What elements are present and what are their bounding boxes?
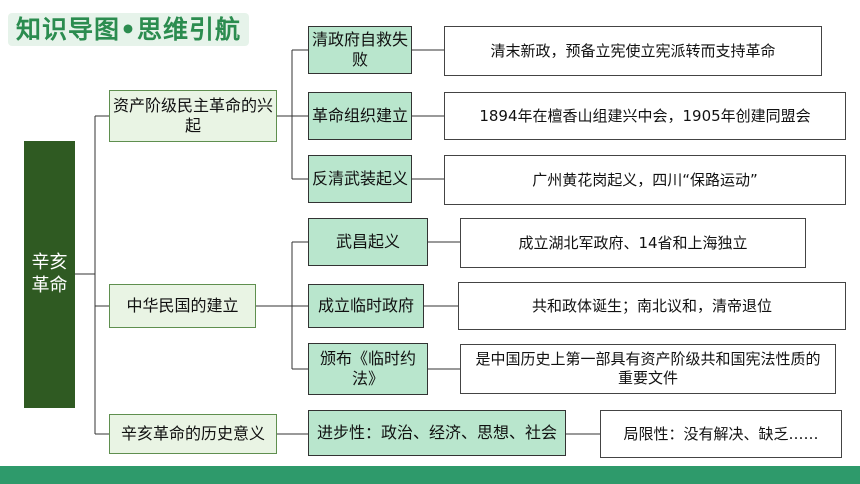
node-wuchang-uprising: 武昌起义 <box>308 218 428 266</box>
branch-democratic-revolution: 资产阶级民主革命的兴起 <box>109 90 277 142</box>
root-node: 辛亥 革命 <box>24 141 75 408</box>
detail-new-policies: 清末新政，预备立宪使立宪派转而支持革命 <box>444 26 822 76</box>
node-progressiveness: 进步性：政治、经济、思想、社会 <box>308 410 566 456</box>
detail-uprisings: 广州黄花岗起义，四川“保路运动” <box>444 155 846 205</box>
detail-hubei-military-gov: 成立湖北军政府、14省和上海独立 <box>460 218 806 268</box>
node-revolutionary-org: 革命组织建立 <box>308 92 412 140</box>
node-provisional-government: 成立临时政府 <box>308 284 424 328</box>
node-provisional-constitution: 颁布《临时约法》 <box>308 343 428 395</box>
detail-societies-founded: 1894年在檀香山组建兴中会，1905年创建同盟会 <box>444 92 846 140</box>
footer-bar <box>0 466 860 484</box>
node-armed-uprising: 反清武装起义 <box>308 155 412 203</box>
node-qing-self-rescue: 清政府自救失败 <box>308 26 412 74</box>
detail-republic-born: 共和政体诞生；南北议和，清帝退位 <box>458 282 846 330</box>
branch-historical-significance: 辛亥革命的历史意义 <box>109 414 277 454</box>
page-title: 知识导图•思维引航 <box>8 10 249 46</box>
detail-limitations: 局限性：没有解决、缺乏…… <box>600 410 842 458</box>
detail-first-constitution: 是中国历史上第一部具有资产阶级共和国宪法性质的重要文件 <box>460 344 836 394</box>
branch-republic-founding: 中华民国的建立 <box>109 284 256 328</box>
root-label: 辛亥 革命 <box>31 252 68 296</box>
